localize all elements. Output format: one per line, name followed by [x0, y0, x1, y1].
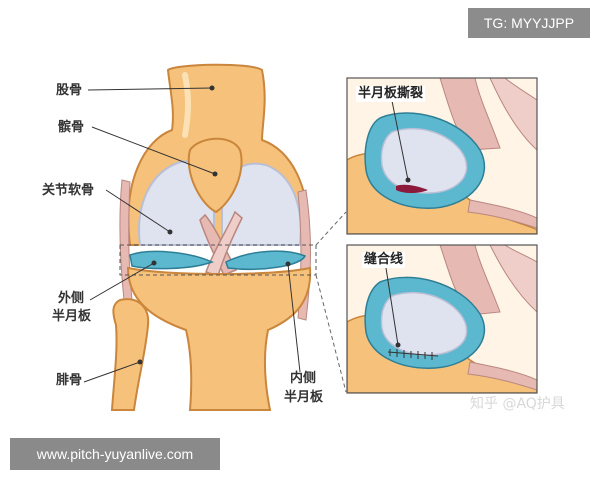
suture-stitches — [387, 349, 439, 360]
tibia-shape — [126, 266, 312, 411]
label-lateral-meniscus-1: 外侧 — [58, 291, 85, 306]
meniscus-tear-panel — [346, 77, 538, 235]
panel-title-suture: 缝合线 — [362, 252, 406, 268]
joint-highlight-box — [119, 244, 317, 276]
label-medial-meniscus-2: 半月板 — [284, 390, 324, 405]
credit-watermark: 知乎 @AQ护具 — [470, 396, 565, 412]
label-femur: 股骨 — [56, 83, 83, 98]
tear-mark — [396, 184, 428, 193]
fibula-shape — [110, 298, 150, 411]
label-fibula: 腓骨 — [56, 373, 83, 388]
label-cartilage: 关节软骨 — [42, 183, 95, 198]
label-patella: 髌骨 — [58, 120, 85, 135]
suture-panel — [346, 244, 538, 394]
meniscus-shape — [129, 250, 214, 270]
tg-watermark-badge: TG: MYYJJPP — [468, 8, 590, 38]
url-watermark-badge: www.pitch-yuyanlive.com — [10, 438, 220, 470]
label-lateral-meniscus-2: 半月板 — [52, 309, 92, 324]
panel-title-tear: 半月板撕裂 — [356, 86, 426, 102]
label-medial-meniscus-1: 内侧 — [290, 371, 317, 386]
